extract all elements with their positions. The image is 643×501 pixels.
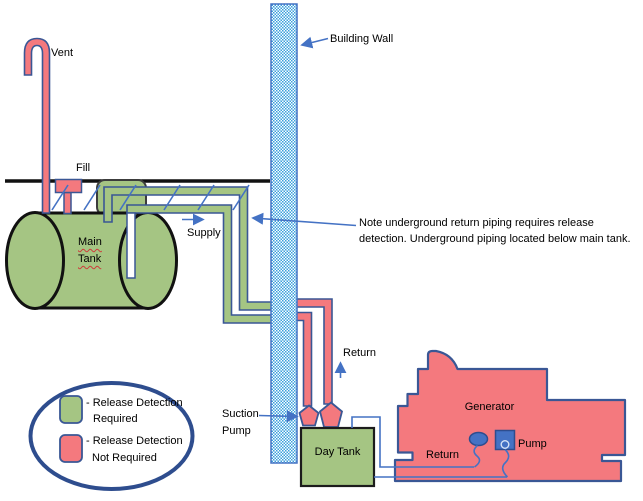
fill-port	[54, 178, 83, 215]
return-pipe-green	[103, 186, 273, 311]
legend-swatch-required	[59, 395, 83, 424]
note-text-line2: detection. Underground piping located be…	[359, 233, 631, 245]
note-arrow	[251, 212, 357, 227]
supply-pipe-red	[295, 311, 313, 407]
return-flex-hose	[473, 444, 481, 468]
return-pipe-label: Return	[343, 347, 377, 359]
pump-flex-hose	[501, 448, 510, 478]
legend-item1-line1: - Release Detection	[86, 397, 183, 409]
legend-item2-line1: - Release Detection	[86, 435, 183, 447]
generator-pump-shape	[494, 429, 516, 451]
supply-label: Supply	[187, 227, 221, 239]
supply-drop-tube	[126, 212, 136, 279]
legend-item2-line2: Not Required	[92, 452, 157, 464]
daytank-return-line	[351, 416, 474, 468]
legend-item1-line2: Required	[93, 413, 138, 425]
suction-pump-label: Suction Pump	[222, 408, 259, 437]
fill-label: Fill	[76, 162, 91, 174]
building-wall-shape	[270, 3, 298, 464]
note-text-line1: Note underground return piping requires …	[359, 217, 594, 229]
generator-pump-label: Pump	[518, 438, 547, 450]
annotation-arrows	[182, 36, 357, 423]
main-tank-label: Main Tank	[78, 236, 102, 265]
generator-label: Generator	[464, 401, 515, 413]
generator-return-fitting	[468, 431, 489, 447]
day-tank-label: Day Tank	[314, 446, 361, 458]
generator-return-label: Return	[426, 449, 460, 461]
vent-pipe	[23, 37, 51, 214]
suction-pump-left	[298, 404, 320, 427]
suction-pump-right	[318, 401, 344, 428]
legend-swatch-not-required	[59, 434, 83, 463]
day-tank-shape	[299, 426, 376, 488]
underground-hatching	[51, 184, 250, 211]
legend-shape	[28, 381, 195, 491]
vent-label: Vent	[51, 47, 74, 59]
generator-shape	[393, 349, 627, 483]
suction-pump-arrow	[258, 410, 299, 423]
building-wall-label: Building Wall	[330, 33, 394, 45]
building-wall-arrow	[300, 36, 329, 49]
